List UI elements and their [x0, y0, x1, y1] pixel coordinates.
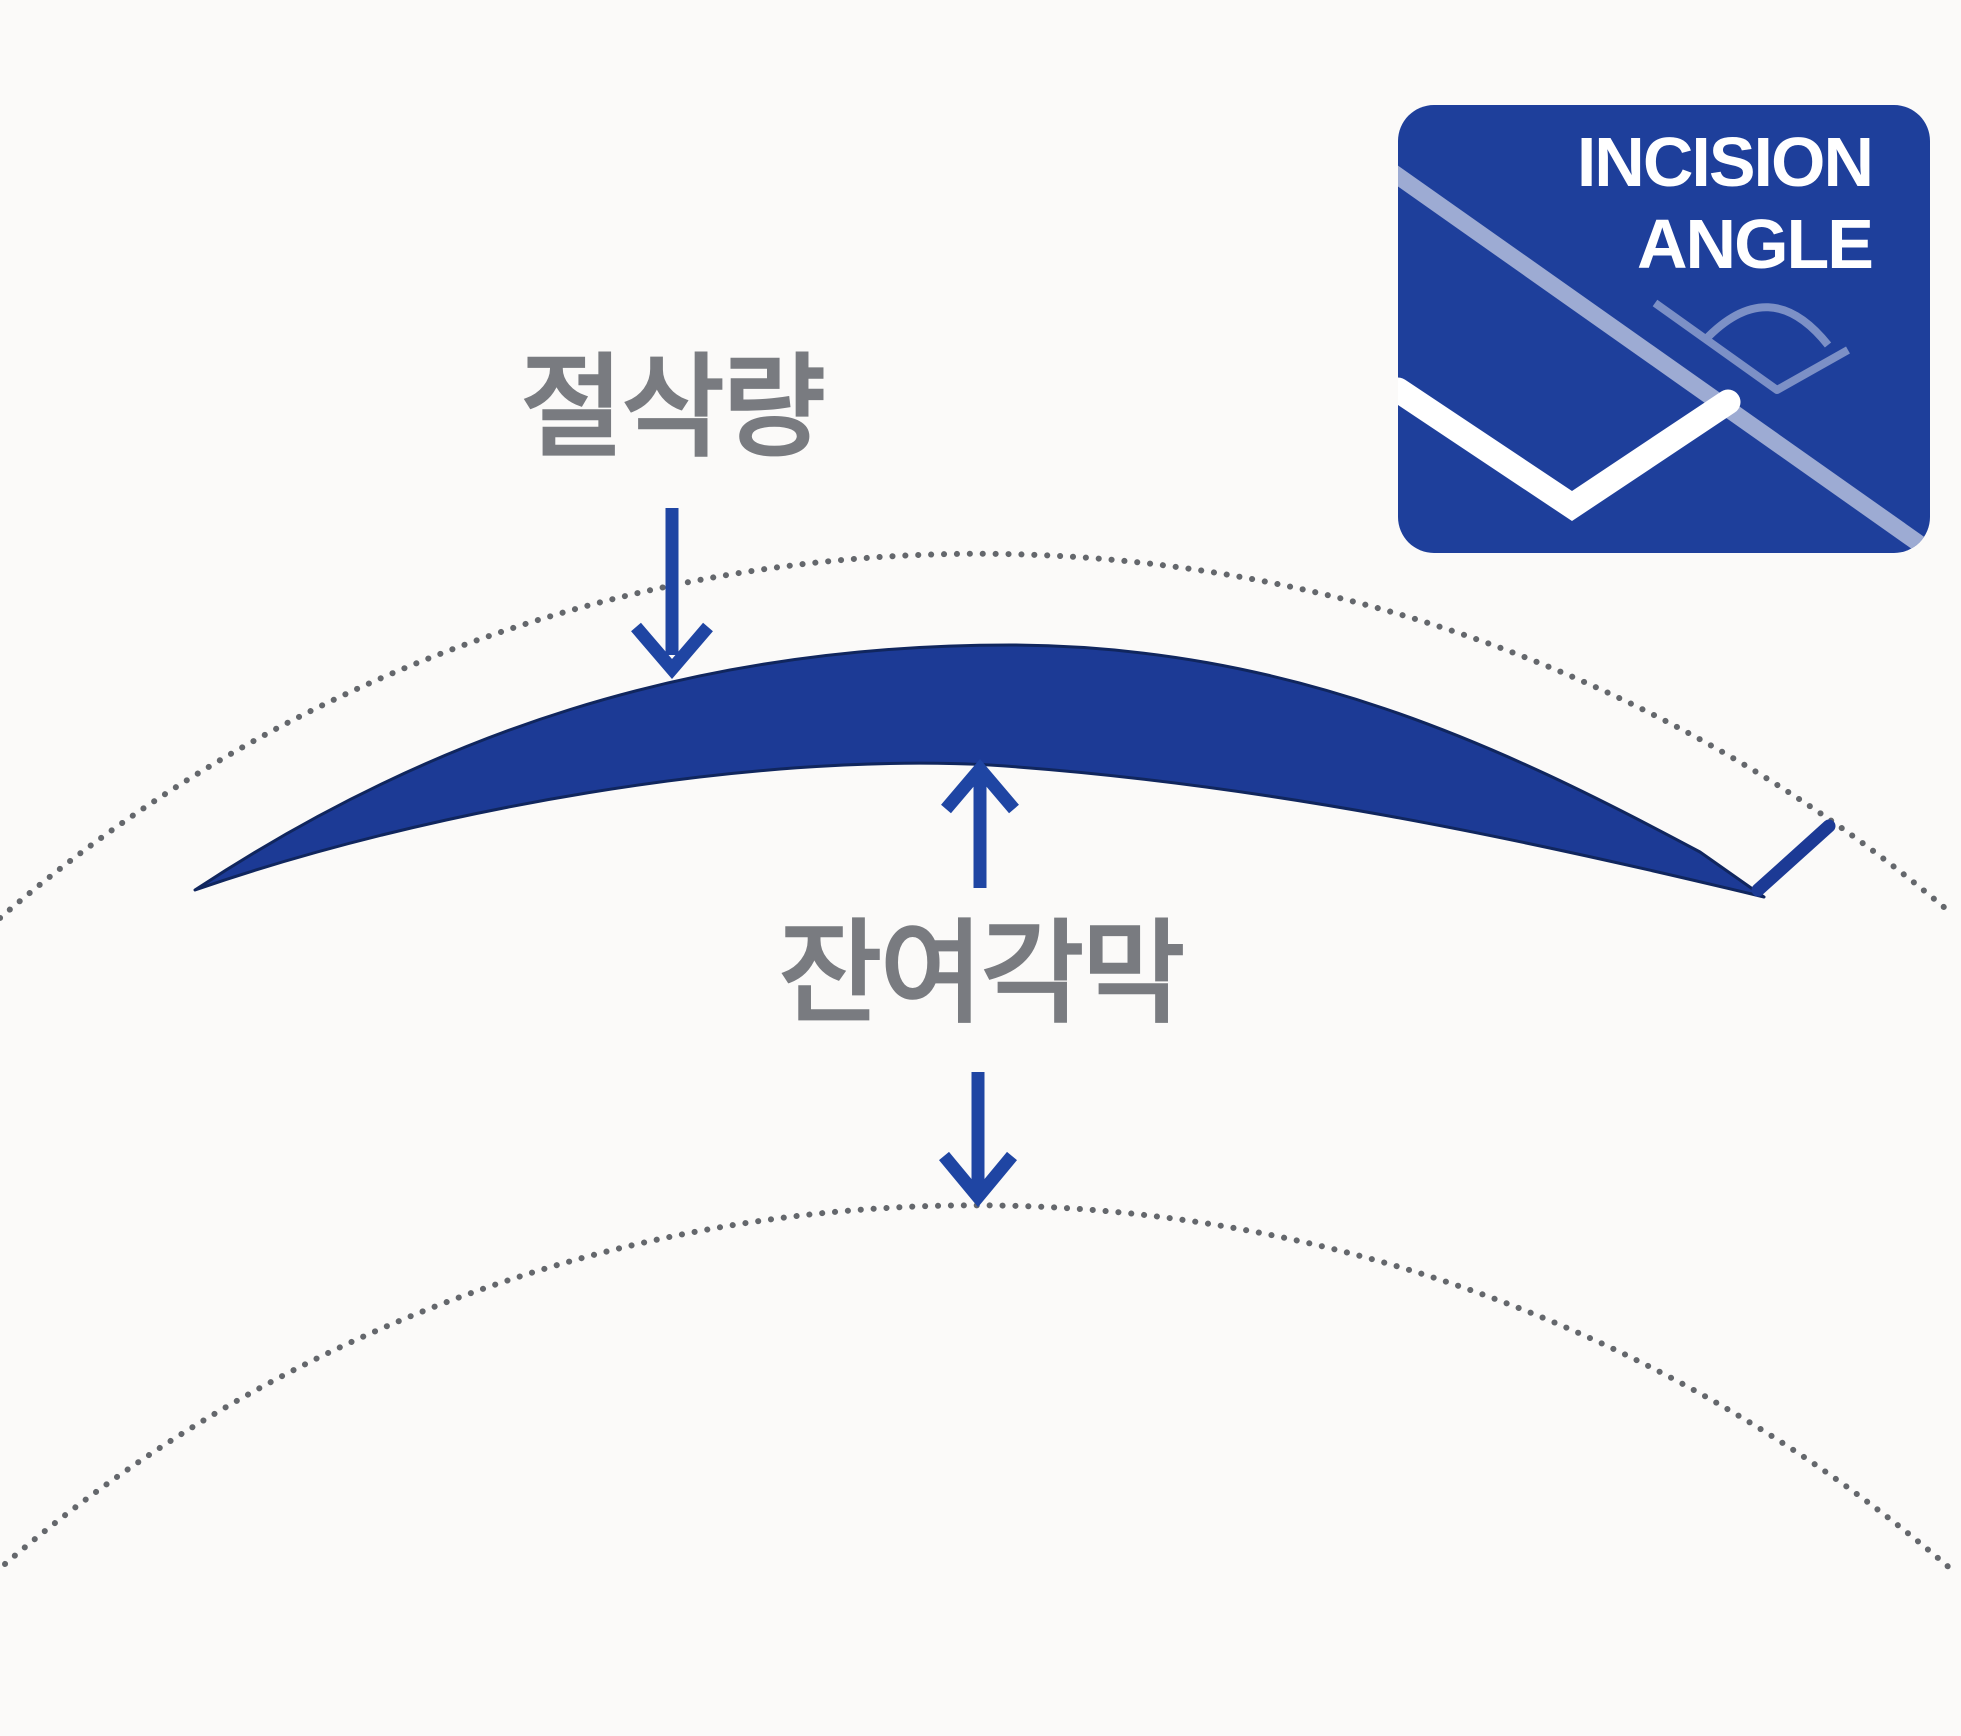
ablation-layer-shape	[193, 643, 1766, 899]
badge-title: INCISION ANGLE	[1576, 121, 1874, 285]
badge-diagonal-flap-line	[1398, 165, 1930, 553]
ablation-down-arrow	[631, 508, 713, 679]
upper-cornea-dotted-arc	[0, 550, 1955, 921]
badge-protractor-arc-icon	[1702, 303, 1832, 348]
incision-angle-badge: INCISION ANGLE	[1398, 105, 1930, 553]
residual-up-arrow	[941, 758, 1019, 888]
badge-incision-check-icon	[1398, 377, 1741, 522]
lower-cornea-dotted-arc	[2, 1202, 1955, 1573]
badge-protractor-baseline	[1652, 299, 1850, 394]
residual-down-arrow	[938, 1072, 1018, 1208]
residual-cornea-label: 잔여각막	[778, 911, 1185, 1036]
incision-angle-icon	[1398, 165, 1930, 553]
incision-angle-cut-stroke	[1751, 819, 1836, 897]
badge-title-line1: INCISION	[1576, 123, 1874, 201]
badge-title-line2: ANGLE	[1637, 205, 1874, 283]
ablation-amount-label: 절삭량	[520, 345, 825, 470]
